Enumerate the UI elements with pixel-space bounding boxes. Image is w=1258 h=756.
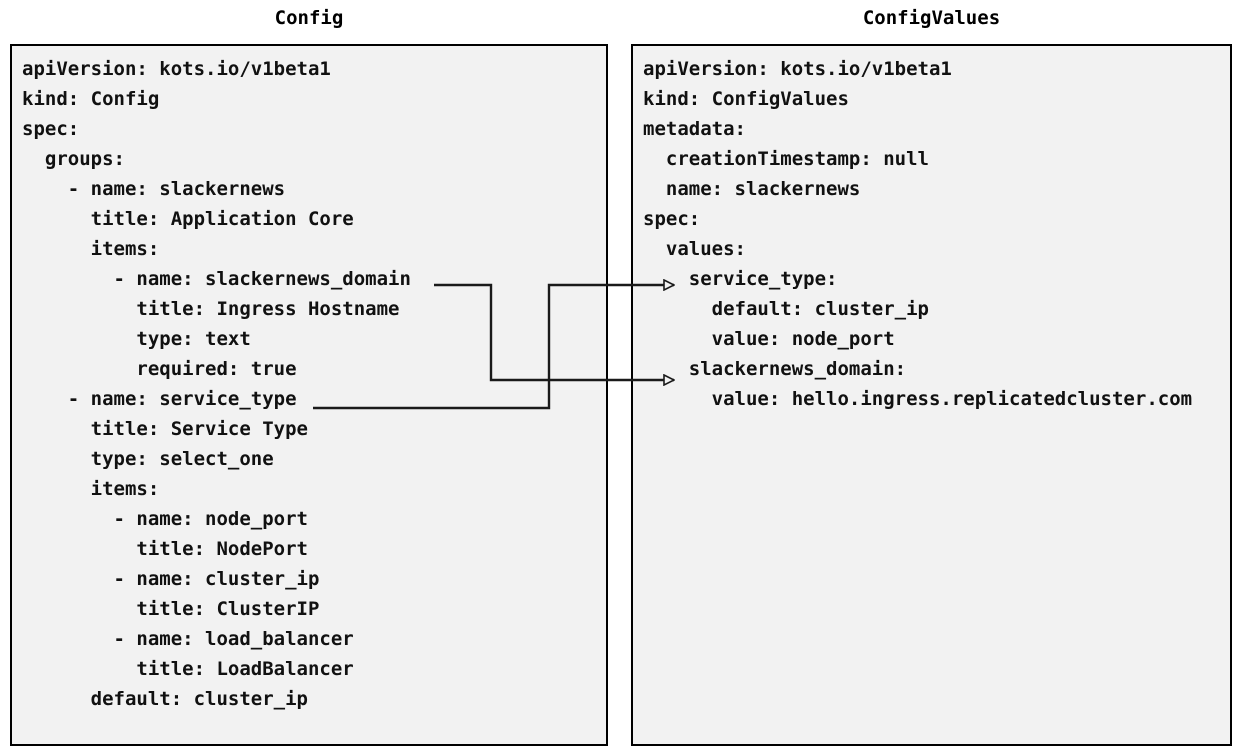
configvalues-yaml-line: name: slackernews xyxy=(643,178,861,200)
config-yaml-line: title: Service Type xyxy=(22,418,308,440)
config-yaml-line: - name: slackernews_domain xyxy=(22,268,411,290)
configvalues-yaml-line: spec: xyxy=(643,208,701,230)
configvalues-yaml-panel: apiVersion: kots.io/v1beta1 kind: ConfigV… xyxy=(631,44,1232,746)
configvalues-yaml-line: slackernews_domain: xyxy=(643,358,907,380)
config-yaml-line: - name: service_type xyxy=(22,388,297,410)
configvalues-yaml-line: value: node_port xyxy=(643,328,895,350)
config-yaml-line: title: Ingress Hostname xyxy=(22,298,400,320)
config-yaml-line: spec: xyxy=(22,118,80,140)
config-yaml-panel: apiVersion: kots.io/v1beta1 kind: Config s… xyxy=(10,44,608,746)
config-yaml-line: apiVersion: kots.io/v1beta1 xyxy=(22,58,331,80)
configvalues-yaml-line: apiVersion: kots.io/v1beta1 xyxy=(643,58,952,80)
config-yaml-line: title: Application Core xyxy=(22,208,354,230)
configvalues-yaml-line: values: xyxy=(643,238,746,260)
config-yaml-line: - name: node_port xyxy=(22,508,308,530)
configvalues-yaml-line: kind: ConfigValues xyxy=(643,88,849,110)
config-yaml-line: - name: cluster_ip xyxy=(22,568,320,590)
configvalues-yaml-line: default: cluster_ip xyxy=(643,298,929,320)
config-yaml-line: required: true xyxy=(22,358,297,380)
config-yaml-text: apiVersion: kots.io/v1beta1 kind: Config s… xyxy=(22,54,606,714)
config-yaml-line: - name: load_balancer xyxy=(22,628,354,650)
config-yaml-line: items: xyxy=(22,238,160,260)
configvalues-yaml-line: service_type: xyxy=(643,268,838,290)
configvalues-yaml-line: creationTimestamp: null xyxy=(643,148,929,170)
configvalues-yaml-text: apiVersion: kots.io/v1beta1 kind: ConfigV… xyxy=(643,54,1230,414)
configvalues-yaml-line: value: hello.ingress.replicatedcluster.c… xyxy=(643,388,1193,410)
config-yaml-line: type: text xyxy=(22,328,251,350)
config-panel-title: Config xyxy=(274,7,344,29)
config-yaml-line: - name: slackernews xyxy=(22,178,286,200)
config-yaml-line: groups: xyxy=(22,148,125,170)
config-yaml-line: title: LoadBalancer xyxy=(22,658,354,680)
config-yaml-line: title: ClusterIP xyxy=(22,598,320,620)
config-yaml-line: default: cluster_ip xyxy=(22,688,308,710)
configvalues-yaml-line: metadata: xyxy=(643,118,746,140)
configvalues-panel-title: ConfigValues xyxy=(862,7,1001,29)
config-yaml-line: kind: Config xyxy=(22,88,160,110)
config-yaml-line: title: NodePort xyxy=(22,538,308,560)
config-yaml-line: items: xyxy=(22,478,160,500)
config-yaml-line: type: select_one xyxy=(22,448,274,470)
